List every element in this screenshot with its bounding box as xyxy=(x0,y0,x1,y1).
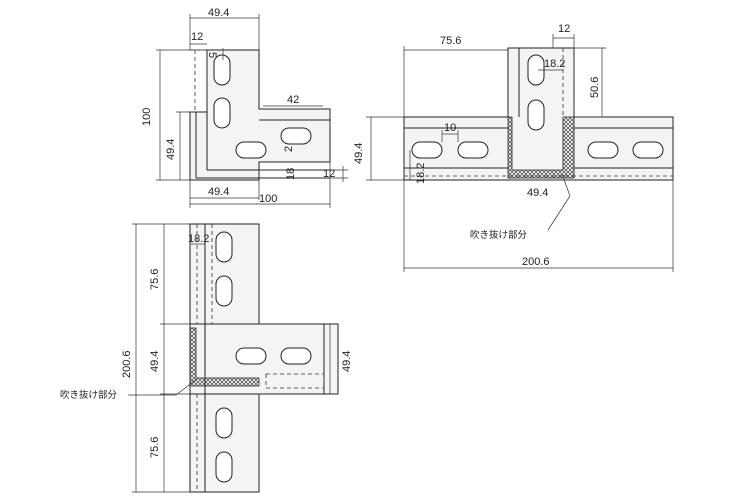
dim-r-2: 2 xyxy=(283,146,295,152)
view-top-left: 49.4 12 5 100 49.4 42 2 18 12 49.4 100 xyxy=(141,7,348,208)
dim-slot-18-2: 18.2 xyxy=(188,233,209,245)
dim-right-12: 12 xyxy=(323,168,335,180)
slot xyxy=(411,141,443,159)
dim-lower-75-6: 75.6 xyxy=(149,437,161,458)
annotation-open-area-tr: 吹き抜け部分 xyxy=(470,229,528,241)
dim-bottom-49-4: 49.4 xyxy=(527,187,548,199)
dim-slot-18-2: 18.2 xyxy=(544,58,565,70)
dim-arm-42: 42 xyxy=(287,94,299,106)
slot xyxy=(632,141,664,159)
dim-bottom-49-4: 49.4 xyxy=(208,186,229,198)
dim-upper-75-6: 75.6 xyxy=(149,269,161,290)
dim-right-49-4: 49.4 xyxy=(341,351,353,372)
slot xyxy=(213,54,231,86)
slot xyxy=(213,97,231,129)
dim-right-50-6: 50.6 xyxy=(589,77,601,98)
dim-top-12: 12 xyxy=(191,31,203,43)
annotation-open-area-bl: 吹き抜け部分 xyxy=(60,389,118,401)
slot xyxy=(215,275,233,307)
hatched-region-tr xyxy=(507,116,575,179)
dim-mid-49-4: 49.4 xyxy=(149,351,161,372)
leader-line xyxy=(547,195,571,231)
dim-left-18-2: 18.2 xyxy=(415,163,427,184)
leader-line xyxy=(561,173,571,197)
slot xyxy=(280,127,312,145)
slot xyxy=(587,141,619,159)
dim-total-200-6: 200.6 xyxy=(121,350,133,378)
slot xyxy=(235,141,267,159)
dim-top-width: 49.4 xyxy=(208,7,229,19)
slot xyxy=(215,231,233,263)
dim-top-12: 12 xyxy=(558,23,570,35)
slot xyxy=(215,451,233,483)
dim-slot-10: 10 xyxy=(444,122,456,134)
dim-height-100: 100 xyxy=(141,108,153,126)
dim-r-18: 18 xyxy=(285,168,297,180)
view-top-right: 75.6 12 18.2 50.6 49.4 10 18.2 49.4 200.… xyxy=(353,23,674,272)
hidden-rect xyxy=(265,373,325,389)
slot xyxy=(527,99,545,131)
leader-line xyxy=(175,377,199,396)
dim-bottom-100: 100 xyxy=(259,193,277,205)
dim-total-200-6: 200.6 xyxy=(522,256,550,268)
dim-left-49-4: 49.4 xyxy=(165,139,177,160)
slot xyxy=(215,407,233,439)
hatched-region-bl xyxy=(189,327,260,387)
dim-top-75-6: 75.6 xyxy=(440,35,461,47)
slot xyxy=(280,347,312,365)
slot xyxy=(235,347,267,365)
bracket-plate-tl xyxy=(189,49,331,181)
view-bottom-left: 18.2 75.6 200.6 49.4 75.6 49.4 吹き抜け部分 xyxy=(60,223,353,493)
dim-slot-5: 5 xyxy=(206,52,218,58)
slot xyxy=(457,141,489,159)
dim-left-49-4: 49.4 xyxy=(353,143,365,164)
